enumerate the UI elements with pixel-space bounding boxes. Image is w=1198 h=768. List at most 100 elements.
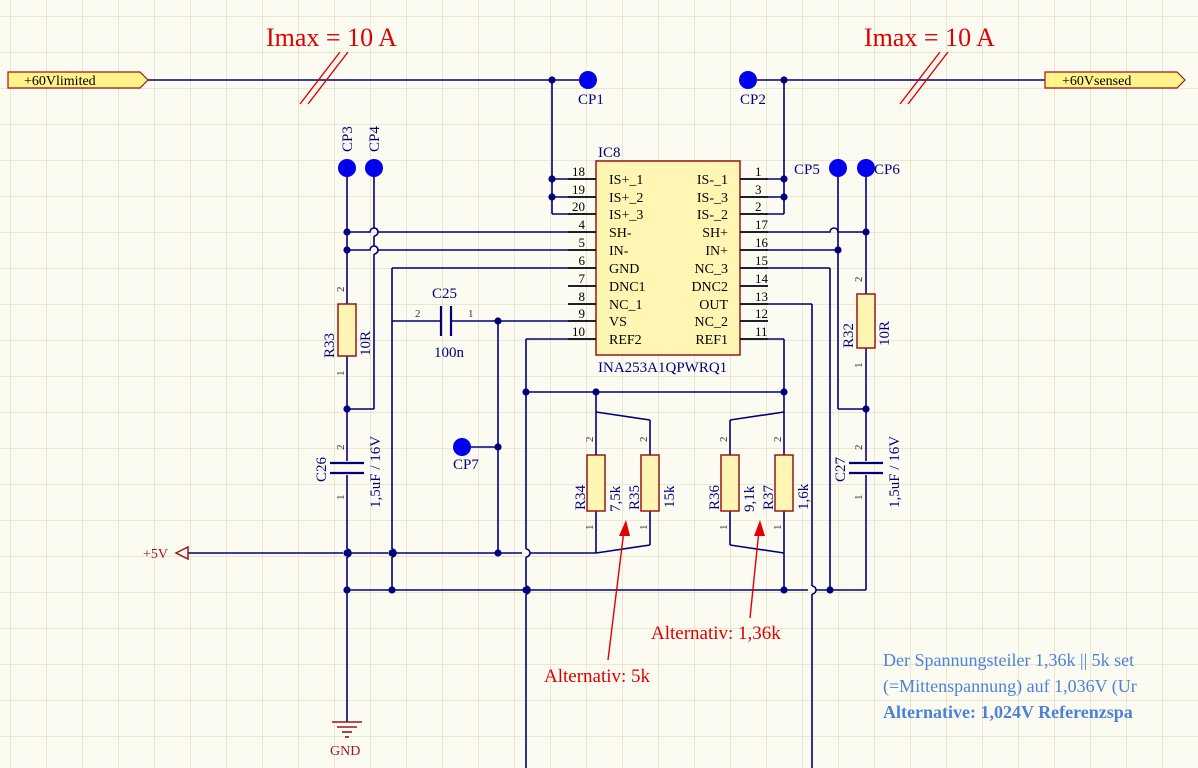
cp2-label: CP2	[740, 92, 766, 108]
power-5v[interactable]: +5V	[143, 545, 189, 562]
r34-value: 7,5k	[608, 485, 624, 512]
ic8-pin-name: IN+	[705, 244, 728, 259]
r33-pin1: 1	[335, 371, 347, 377]
ic8-pin-number: 11	[755, 324, 768, 339]
c25-pin2: 2	[415, 308, 421, 320]
r35-value: 15k	[662, 485, 678, 508]
r37-ref: R37	[761, 484, 777, 510]
junction-dot	[343, 246, 351, 254]
c27-pin1: 1	[853, 495, 865, 501]
ic8-pin-name: IS-_2	[697, 208, 728, 223]
r33-ref: R33	[322, 333, 338, 358]
imax-left-text: Imax = 10 A	[266, 23, 397, 52]
ic8-pin-number: 20	[572, 199, 585, 214]
testpoint-cp6[interactable]: CP6	[857, 159, 900, 178]
r37-pin2: 2	[772, 437, 784, 443]
resistor-r36: R36 9,1k 2 1	[707, 437, 758, 531]
r35-pin2: 2	[638, 437, 650, 443]
c27-pin2: 2	[853, 445, 865, 451]
r36-ref: R36	[707, 484, 723, 510]
ic8-pin-number: 2	[755, 199, 762, 214]
port-60v-sensed-label: +60Vsensed	[1062, 74, 1131, 89]
ic8-pin-number: 18	[572, 164, 585, 179]
imax-right-text: Imax = 10 A	[864, 23, 995, 52]
junction-dot	[780, 175, 788, 183]
r32-value: 10R	[877, 321, 893, 346]
cp3-label: CP3	[340, 126, 356, 152]
ic8-symbol: IC8 INA253A1QPWRQ1 18IS+_119IS+_220IS+_3…	[568, 145, 769, 376]
ic8-pin-number: 5	[579, 235, 586, 250]
r34-ref: R34	[573, 484, 589, 510]
junction-dot	[826, 586, 834, 594]
port-60v-sensed[interactable]: +60Vsensed	[1044, 71, 1186, 89]
ic8-pin-number: 3	[755, 182, 762, 197]
port-60v-limited[interactable]: +60Vlimited	[7, 71, 149, 89]
ic8-pin-number: 12	[755, 306, 768, 321]
alternative-136k-annotation: Alternativ: 1,36k	[651, 520, 781, 644]
alt-5k-text: Alternativ: 5k	[544, 666, 651, 687]
note-line-1: Der Spannungsteiler 1,36k || 5k set	[883, 650, 1134, 670]
testpoint-cp2[interactable]: CP2	[739, 71, 766, 108]
testpoint-cp7[interactable]: CP7	[453, 438, 479, 473]
r32-ref: R32	[841, 323, 857, 348]
ic8-pin-number: 16	[755, 235, 769, 250]
ic8-pin-name: IS+_1	[609, 173, 643, 188]
ic8-pin-name: SH+	[702, 226, 728, 241]
junction-dot	[388, 586, 396, 594]
junction-dots	[343, 76, 870, 594]
junction-dot	[548, 193, 556, 201]
cp4-label: CP4	[367, 126, 383, 152]
junction-dot	[494, 443, 502, 451]
ic8-pin-name: REF1	[695, 333, 728, 348]
ic8-pin-name: REF2	[609, 333, 642, 348]
cp7-label: CP7	[453, 457, 479, 473]
c26-ref: C26	[314, 456, 330, 482]
r34-pin2: 2	[584, 437, 596, 443]
junction-dot	[522, 388, 530, 396]
c25-ref: C25	[432, 286, 457, 302]
alternative-5k-annotation: Alternativ: 5k	[544, 520, 651, 687]
r35-ref: R35	[627, 485, 643, 510]
c27-value: 1,5uF / 16V	[887, 436, 903, 508]
testpoint-cp5[interactable]: CP5	[794, 159, 847, 178]
r36-pin1: 1	[718, 525, 730, 531]
ic8-pin-number: 1	[755, 164, 762, 179]
c25-value: 100n	[434, 345, 465, 361]
ic8-pin-number: 4	[579, 217, 586, 232]
junction-dot	[548, 175, 556, 183]
r33-pin2: 2	[335, 287, 347, 293]
ic8-pin-number: 8	[579, 289, 586, 304]
ic8-pin-name: OUT	[699, 298, 728, 313]
resistor-r37: R37 1,6k 2 1	[761, 437, 812, 531]
junction-dot	[780, 76, 788, 84]
testpoint-cp3[interactable]: CP3	[338, 126, 356, 177]
junction-dot	[388, 549, 396, 557]
c27-ref: C27	[833, 456, 849, 482]
ic8-pins: 18IS+_119IS+_220IS+_34SH-5IN-6GND7DNC18N…	[568, 164, 769, 348]
ic8-pin-name: VS	[609, 315, 627, 330]
r35-pin1: 1	[638, 525, 650, 531]
junction-dot	[862, 228, 870, 236]
junction-dot	[780, 193, 788, 201]
ic8-pin-name: DNC2	[691, 280, 728, 295]
note-line-2: (=Mittenspannung) auf 1,036V (Ur	[883, 676, 1137, 697]
cp6-label: CP6	[874, 162, 900, 178]
capacitor-c25: C25 100n 2 1	[415, 286, 474, 361]
resistor-r32: R32 10R 2 1	[841, 277, 893, 369]
ic8-pin-number: 9	[579, 306, 586, 321]
testpoint-cp1[interactable]: CP1	[578, 71, 604, 108]
ic8-pin-name: IS+_3	[609, 208, 643, 223]
ic8-pin-name: NC_3	[695, 262, 728, 277]
imax-annotation-left: Imax = 10 A	[266, 23, 397, 105]
ic8-pin-name: DNC1	[609, 280, 646, 295]
ic8-pin-name: IS+_2	[609, 191, 643, 206]
ground-symbol[interactable]: GND	[330, 721, 362, 759]
testpoint-cp4[interactable]: CP4	[365, 126, 383, 177]
ic8-pin-name: GND	[609, 262, 639, 277]
ic8-pin-name: IS-_1	[697, 173, 728, 188]
junction-dot	[592, 388, 600, 396]
ic8-pin-name: SH-	[609, 226, 632, 241]
r33-value: 10R	[358, 331, 374, 356]
